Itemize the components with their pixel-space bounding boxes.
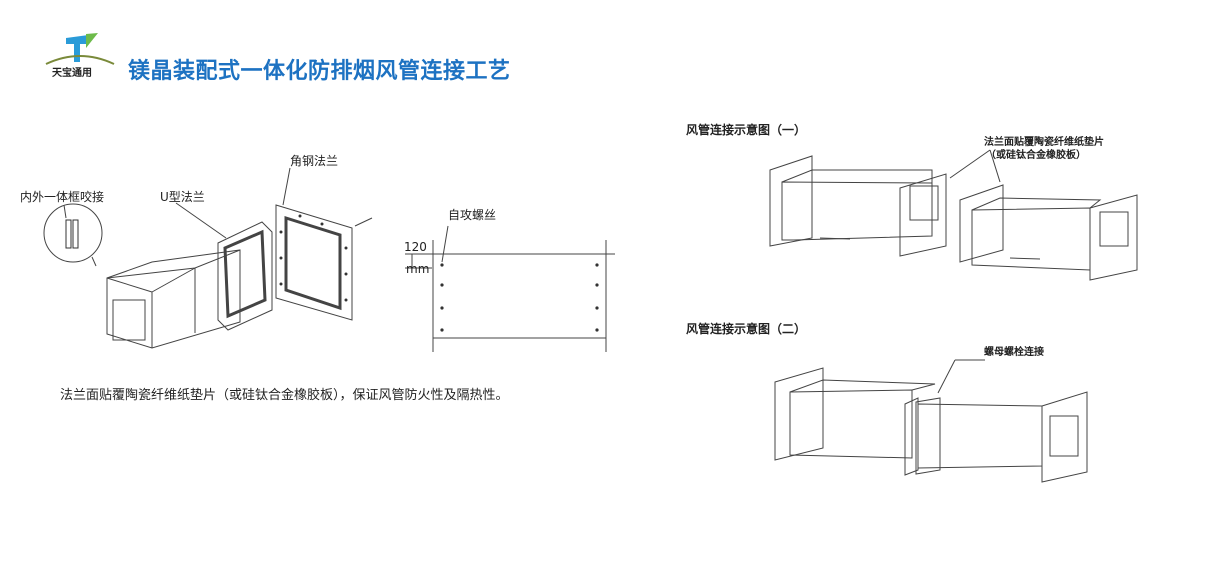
duct-1b — [949, 149, 1138, 281]
page-title: 镁晶装配式一体化防排烟风管连接工艺 — [128, 59, 511, 84]
description-text: 法兰面贴覆陶瓷纤维纸垫片（或硅钛合金橡胶板），保证风管防火性及隔热性。 — [60, 388, 509, 403]
label-screw: 自攻螺丝 — [448, 208, 497, 222]
diagram-1-note-line2: （或硅钛合金橡胶板） — [986, 150, 1086, 161]
diagram-2-note: 螺母螺栓连接 — [984, 347, 1044, 358]
logo-icon — [45, 33, 115, 65]
diagram-2-title: 风管连接示意图（二） — [686, 322, 807, 336]
duct-1a — [769, 155, 947, 257]
frame-joint-detail — [43, 203, 103, 267]
duct-2 — [774, 359, 1088, 483]
dim-value: 120 — [404, 240, 427, 254]
u-flange — [175, 202, 273, 331]
dim-unit: mm — [406, 262, 430, 276]
duct-box — [106, 249, 241, 349]
angle-flange — [275, 167, 373, 321]
screw-layout — [405, 225, 615, 352]
diagram-1-title: 风管连接示意图（一） — [686, 123, 807, 137]
diagram-1-note-line1: 法兰面贴覆陶瓷纤维纸垫片 — [984, 137, 1104, 148]
logo-text: 天宝通用 — [52, 68, 92, 79]
label-u-flange: U型法兰 — [160, 190, 205, 204]
label-angle-flange: 角钢法兰 — [290, 154, 339, 168]
label-frame-joint: 内外一体框咬接 — [20, 190, 105, 204]
